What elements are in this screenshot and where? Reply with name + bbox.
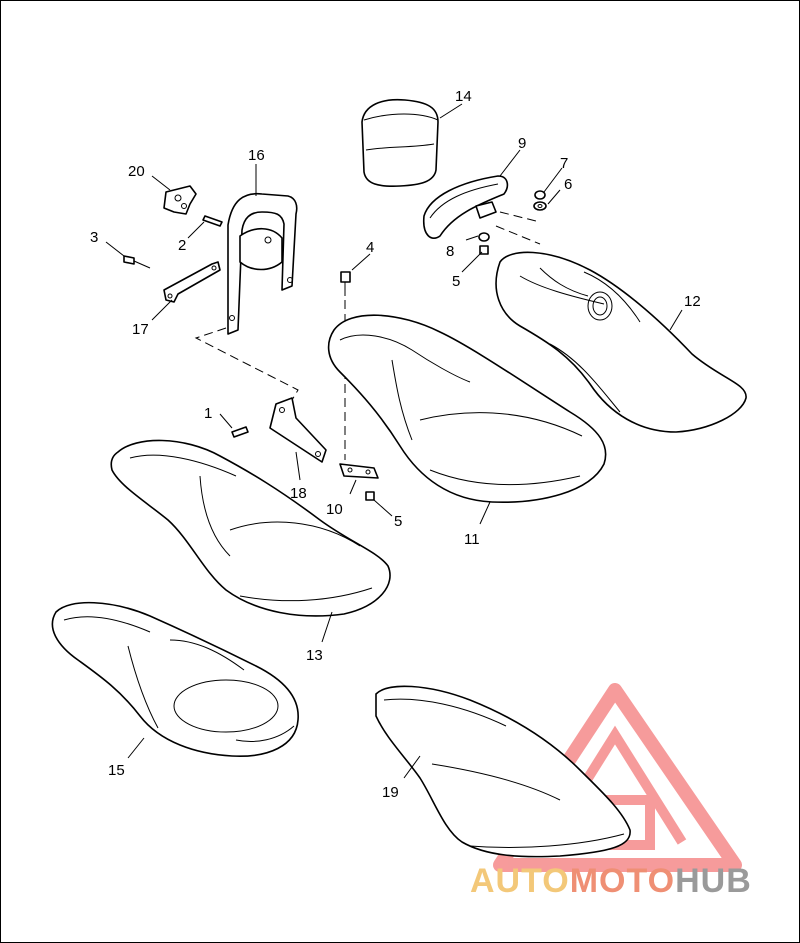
callout-5-upper: 5 xyxy=(452,273,460,290)
callout-9: 9 xyxy=(518,135,526,152)
callout-15: 15 xyxy=(108,762,125,779)
callout-8: 8 xyxy=(446,243,454,260)
callout-4: 4 xyxy=(366,239,374,256)
callout-1: 1 xyxy=(204,405,212,422)
screw-3 xyxy=(123,255,151,269)
callout-3: 3 xyxy=(90,229,98,246)
bracket-17 xyxy=(163,261,221,303)
strap-9 xyxy=(422,175,509,240)
callout-5-lower: 5 xyxy=(394,513,402,530)
nut-8 xyxy=(478,232,490,242)
callout-11: 11 xyxy=(464,531,480,548)
seat-15 xyxy=(51,601,299,757)
leader-lines xyxy=(105,103,683,779)
nut-7 xyxy=(534,190,546,200)
callout-13: 13 xyxy=(306,647,323,664)
callout-2: 2 xyxy=(178,237,186,254)
callout-20: 20 xyxy=(128,163,145,180)
callout-14: 14 xyxy=(455,88,472,105)
watermark-text: AUTOMOTOHUB xyxy=(470,862,752,901)
callout-7: 7 xyxy=(560,155,568,172)
callout-19: 19 xyxy=(382,784,399,801)
backrest-pad-14 xyxy=(361,98,439,187)
screw-4 xyxy=(340,271,351,296)
sissy-bar-upright-16 xyxy=(227,192,298,335)
callout-17: 17 xyxy=(132,321,149,338)
screw-1 xyxy=(231,426,249,438)
callout-18: 18 xyxy=(290,485,307,502)
screw-2 xyxy=(202,215,223,227)
bracket-10 xyxy=(339,463,379,479)
callout-10: 10 xyxy=(326,501,343,518)
callout-labels: 14 16 20 2 3 17 4 9 7 6 8 5 12 1 18 10 5… xyxy=(90,88,701,801)
callout-16: 16 xyxy=(248,147,265,164)
seat-12 xyxy=(495,251,747,433)
watermark-hub: HUB xyxy=(675,862,752,900)
watermark-moto: MOTO xyxy=(569,862,676,900)
watermark-auto: AUTO xyxy=(470,862,570,900)
plate-20 xyxy=(163,185,197,215)
washer-6 xyxy=(533,201,547,211)
callout-6: 6 xyxy=(564,176,572,193)
seat-13 xyxy=(110,439,391,617)
seat-11 xyxy=(327,314,607,504)
callout-12: 12 xyxy=(684,293,701,310)
seat-19 xyxy=(375,685,631,858)
screw-5-lower xyxy=(365,491,375,501)
side-bracket-18 xyxy=(269,397,327,463)
